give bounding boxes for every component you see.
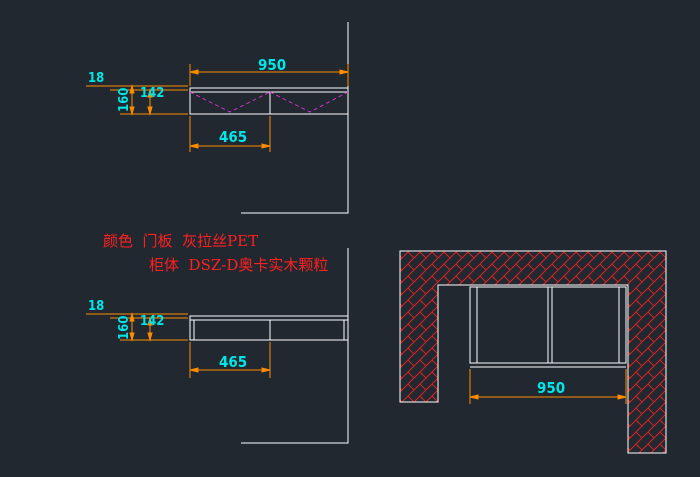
dim-160-top [120,84,188,116]
dim-160-bottom [120,312,188,342]
dim-465-top-text: 465 [219,128,247,146]
top-elevation: 950 18 160 142 465 [86,22,349,214]
note-line-2: 柜体 DSZ-D奥卡实木颗粒 [149,256,328,274]
cabinet-bottom [189,315,349,341]
plan-view: 950 [399,250,667,454]
wall-hatch [399,250,667,454]
dim-18-top [86,85,188,91]
dim-465-top [189,116,271,152]
door-swing-lines [189,91,349,113]
dim-950-top-text: 950 [258,56,286,74]
dim-18-bottom-text: 18 [88,299,104,314]
dim-18-bottom [86,313,188,319]
material-note: 颜色 门板 灰拉丝PET 柜体 DSZ-D奥卡实木颗粒 [103,232,328,274]
dim-160-top-text: 160 [117,88,132,112]
dim-465-bottom [189,342,271,378]
note-line-1: 颜色 门板 灰拉丝PET [103,232,258,250]
dim-465-bottom-text: 465 [219,353,247,371]
dim-160-bottom-text: 160 [117,316,132,340]
dim-950-plan [469,369,627,404]
cabinet-top [189,87,349,115]
dim-18-top-text: 18 [88,71,104,86]
dim-142-bottom-text: 142 [140,314,164,329]
dim-950-plan-text: 950 [537,379,565,397]
wall-line-top [241,22,349,214]
cabinet-plan [469,286,627,368]
wall-line-bottom [241,248,349,444]
bottom-elevation: 18 160 142 465 [86,248,349,444]
dim-142-top-text: 142 [140,86,164,101]
dim-950-top [189,64,349,86]
